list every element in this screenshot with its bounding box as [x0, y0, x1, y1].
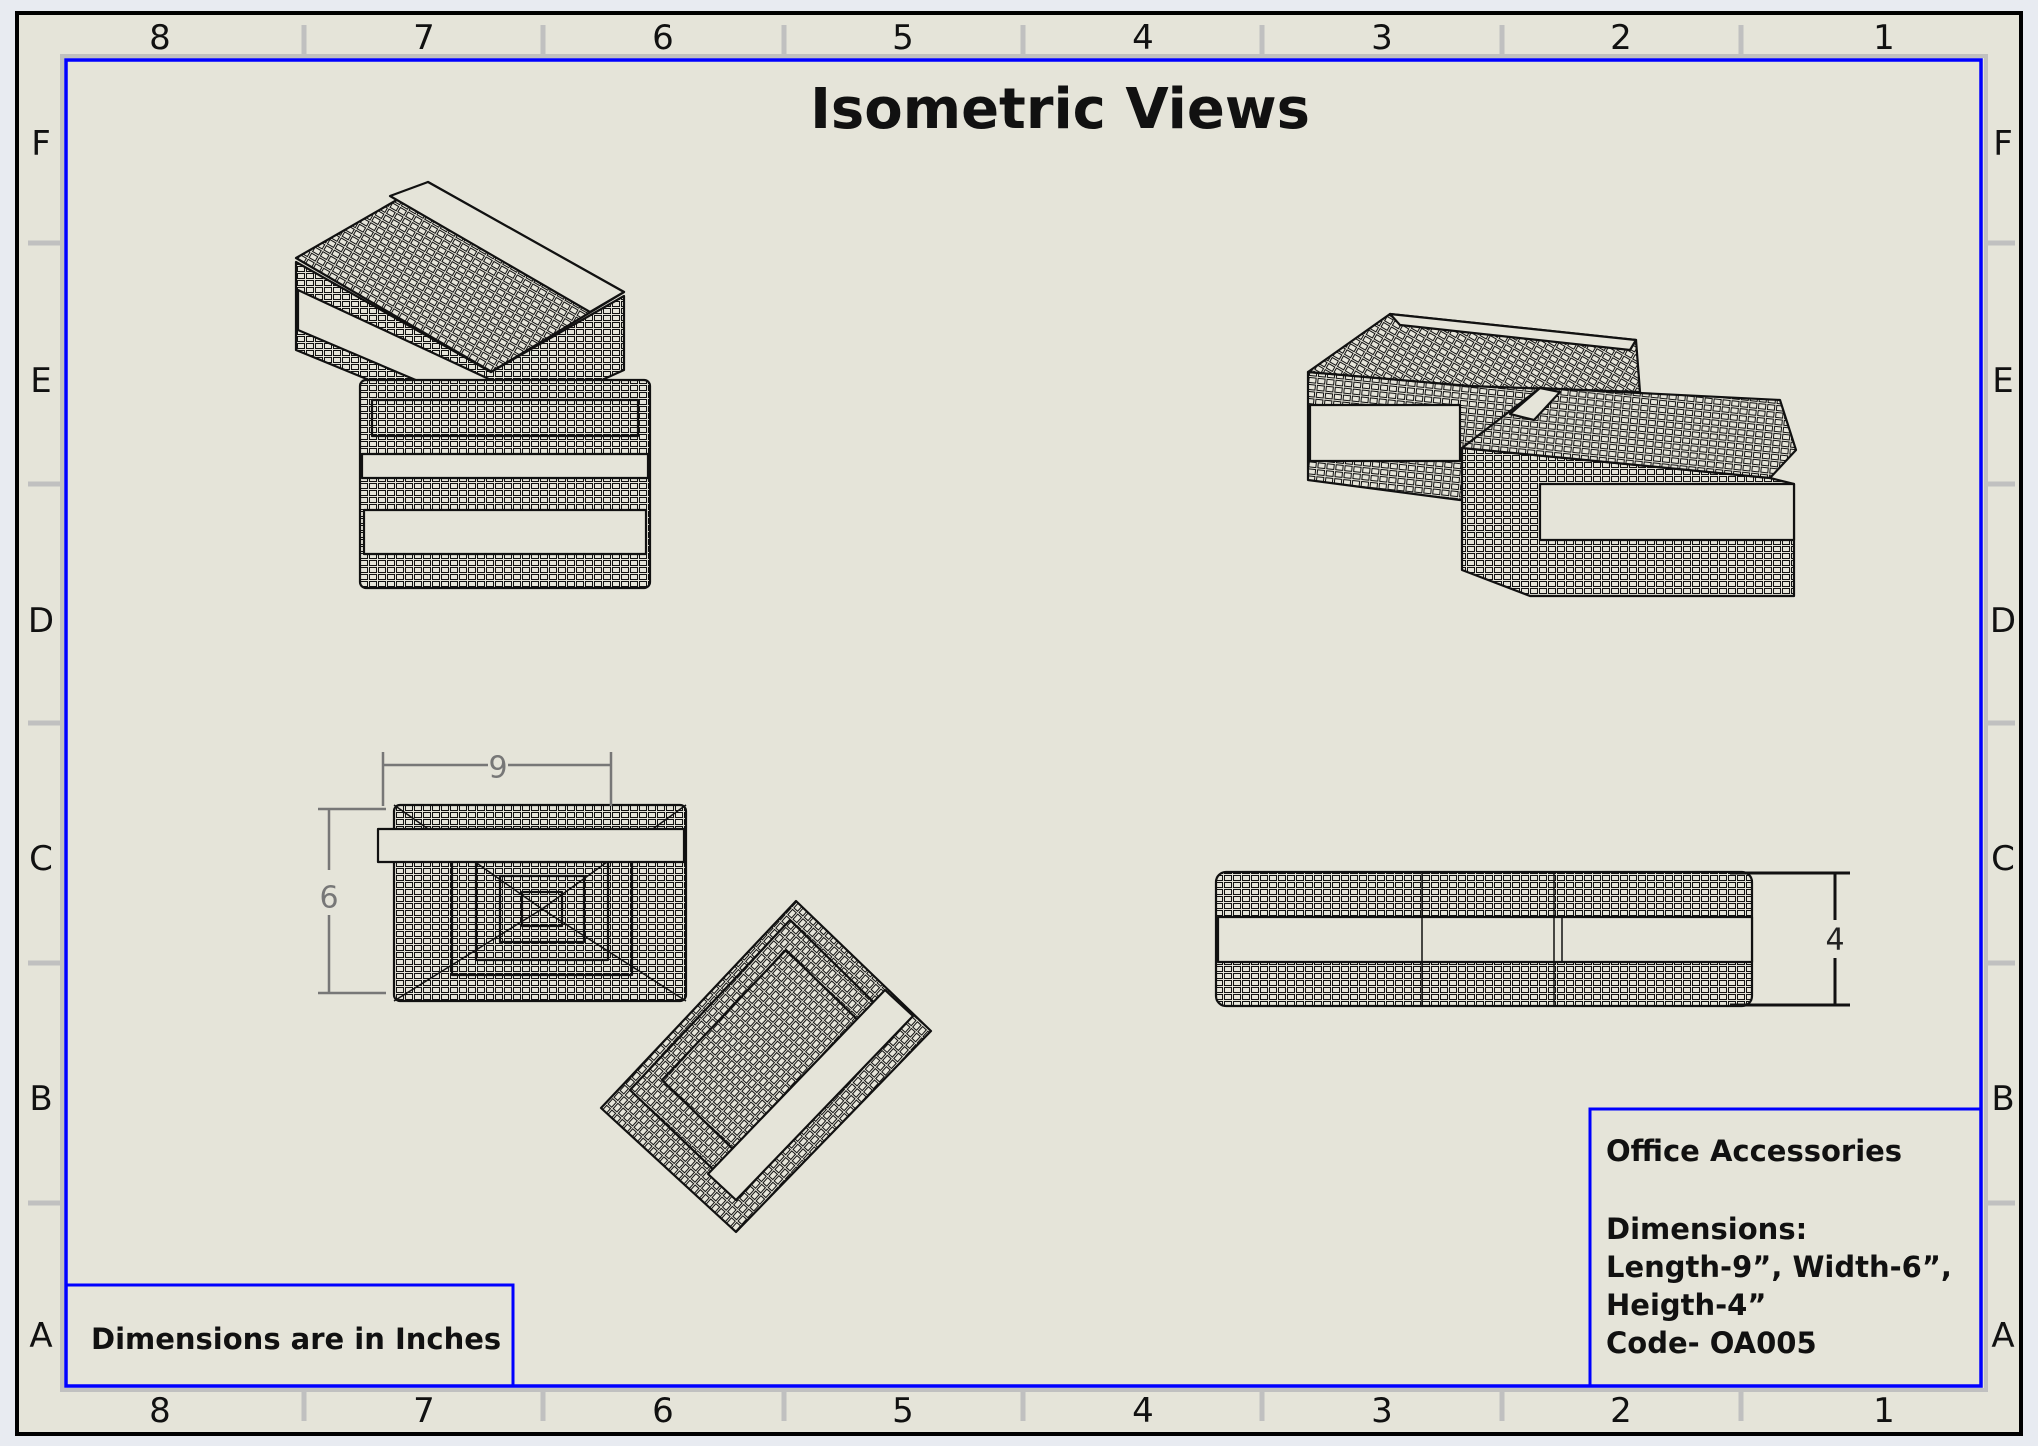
zone-row: C: [1991, 839, 2015, 879]
front-view[interactable]: [1214, 870, 1754, 1008]
dimension-width: [318, 807, 386, 995]
page-title: Isometric Views: [810, 77, 1310, 142]
zone-col: 4: [1132, 18, 1154, 58]
zone-col: 4: [1132, 1391, 1154, 1431]
isometric-view-top-left[interactable]: [294, 180, 652, 590]
zone-col: 6: [652, 1391, 674, 1431]
zone-labels-right: F E D C B A: [1990, 124, 2016, 1356]
zone-col: 3: [1371, 18, 1393, 58]
zone-col: 5: [892, 1391, 914, 1431]
zone-col: 8: [149, 18, 171, 58]
dimension-length-label: 9: [488, 751, 507, 786]
note-box: [64, 1283, 515, 1388]
title-block-dimensions-line2: Heigth-4”: [1606, 1288, 1766, 1322]
title-block-product: Office Accessories: [1606, 1134, 1902, 1168]
dimension-length: [381, 752, 613, 806]
zone-labels-top: 8 7 6 5 4 3 2 1: [149, 18, 1895, 58]
zone-row: D: [1990, 601, 2016, 641]
zone-col: 2: [1610, 18, 1632, 58]
zone-col: 2: [1610, 1391, 1632, 1431]
zone-col: 3: [1371, 1391, 1393, 1431]
zone-col: 8: [149, 1391, 171, 1431]
zone-row: E: [1992, 361, 2013, 401]
zone-col: 5: [892, 18, 914, 58]
title-block: [1588, 1107, 1983, 1388]
rotated-view[interactable]: [599, 899, 933, 1234]
zone-row: F: [1993, 124, 2013, 164]
dimension-width-label: 6: [319, 881, 338, 916]
zone-row: F: [31, 124, 51, 164]
dimension-height-label: 4: [1825, 923, 1844, 958]
dimension-height: [1730, 871, 1850, 1007]
zone-col: 6: [652, 18, 674, 58]
zone-row: B: [29, 1079, 52, 1119]
zone-col: 1: [1873, 1391, 1895, 1431]
zone-col: 1: [1873, 18, 1895, 58]
zone-ticks: [28, 25, 2015, 1421]
zone-row: A: [1991, 1316, 2014, 1356]
zone-col: 7: [413, 1391, 435, 1431]
title-block-code: Code- OA005: [1606, 1326, 1817, 1360]
units-note: Dimensions are in Inches: [91, 1322, 501, 1356]
title-block-dimensions-label: Dimensions:: [1606, 1212, 1807, 1246]
zone-row: B: [1991, 1079, 2014, 1119]
zone-row: A: [29, 1316, 52, 1356]
zone-col: 7: [413, 18, 435, 58]
zone-labels-bottom: 8 7 6 5 4 3 2 1: [149, 1391, 1895, 1431]
zone-row: D: [28, 601, 54, 641]
zone-row: E: [30, 361, 51, 401]
zone-labels-left: F E D C B A: [28, 124, 54, 1356]
title-block-dimensions-line1: Length-9”, Width-6”,: [1606, 1250, 1952, 1284]
drawing-frame: [64, 58, 1983, 1388]
zone-row: C: [29, 839, 53, 879]
top-view[interactable]: [376, 803, 688, 1003]
isometric-view-top-right[interactable]: [1306, 312, 1798, 598]
